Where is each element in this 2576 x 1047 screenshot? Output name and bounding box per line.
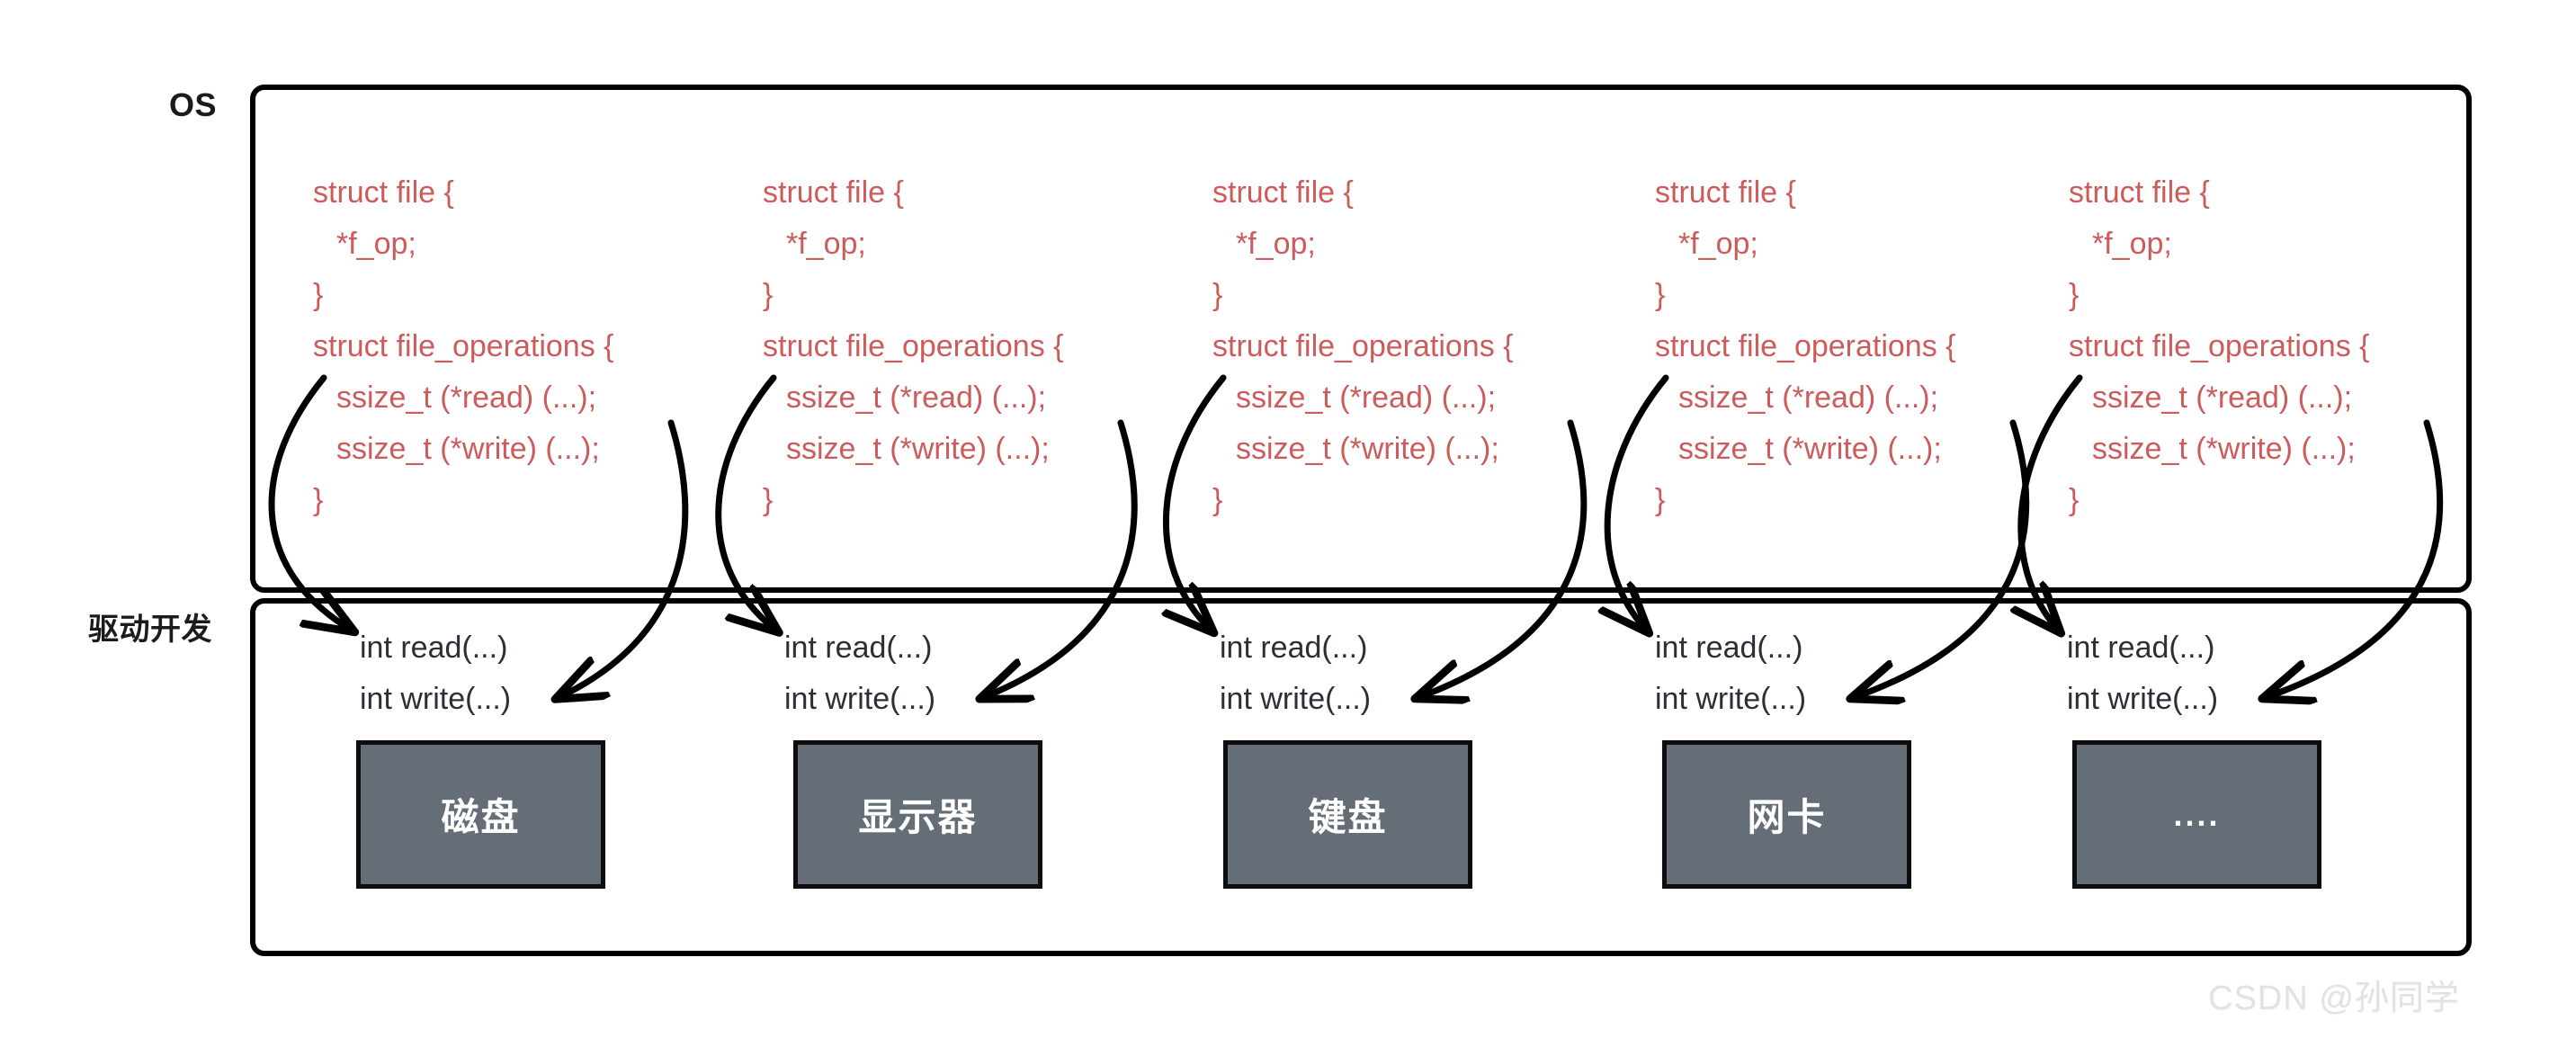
driver-line-read: int read(...) [784, 631, 933, 665]
device-box-keyboard: 键盘 [1223, 740, 1472, 889]
code-line-struct-file: struct file { [1655, 175, 1796, 210]
code-line-struct-file: struct file { [1212, 175, 1354, 210]
code-line-struct-fops: struct file_operations { [1212, 329, 1514, 363]
code-line-struct-fops: struct file_operations { [313, 329, 614, 363]
driver-line-write: int write(...) [2067, 682, 2219, 716]
driver-layer-label: 驱动开发 [88, 613, 212, 647]
driver-code-block-other: int read(...) int write(...) [2067, 622, 2218, 725]
code-line-close-brace-2: } [1655, 483, 1666, 517]
code-line-f-op: *f_op; [786, 227, 866, 261]
code-line-write-ptr: ssize_t (*write) (...); [1678, 432, 1942, 466]
code-line-close-brace-2: } [1212, 483, 1223, 517]
code-line-f-op: *f_op; [336, 227, 416, 261]
code-line-close-brace-2: } [2069, 483, 2080, 517]
os-code-block-monitor: struct file { *f_op; } struct file_opera… [763, 167, 1064, 526]
code-line-close-brace-1: } [313, 278, 324, 312]
code-line-write-ptr: ssize_t (*write) (...); [1236, 432, 1499, 466]
driver-code-block-monitor: int read(...) int write(...) [784, 622, 935, 725]
code-line-close-brace-1: } [2069, 278, 2080, 312]
driver-line-read: int read(...) [360, 631, 508, 665]
driver-code-block-nic: int read(...) int write(...) [1655, 622, 1806, 725]
os-layer-label: OS [169, 86, 218, 123]
device-box-monitor: 显示器 [793, 740, 1042, 889]
driver-line-read: int read(...) [1220, 631, 1368, 665]
code-line-close-brace-1: } [763, 278, 774, 312]
code-line-write-ptr: ssize_t (*write) (...); [2092, 432, 2356, 466]
code-line-struct-file: struct file { [313, 175, 454, 210]
driver-line-write: int write(...) [1220, 682, 1372, 716]
code-line-read-ptr: ssize_t (*read) (...); [336, 380, 597, 415]
driver-code-block-disk: int read(...) int write(...) [360, 622, 511, 725]
driver-line-write: int write(...) [1655, 682, 1807, 716]
code-line-f-op: *f_op; [1236, 227, 1316, 261]
device-box-nic: 网卡 [1662, 740, 1911, 889]
device-box-other: .... [2072, 740, 2321, 889]
driver-line-read: int read(...) [1655, 631, 1803, 665]
code-line-struct-fops: struct file_operations { [2069, 329, 2370, 363]
code-line-f-op: *f_op; [1678, 227, 1758, 261]
csdn-watermark: CSDN @孙同学 [2208, 980, 2460, 1017]
driver-line-read: int read(...) [2067, 631, 2215, 665]
code-line-close-brace-1: } [1655, 278, 1666, 312]
code-line-read-ptr: ssize_t (*read) (...); [786, 380, 1047, 415]
driver-line-write: int write(...) [360, 682, 512, 716]
code-line-struct-file: struct file { [2069, 175, 2210, 210]
os-code-block-other: struct file { *f_op; } struct file_opera… [2069, 167, 2370, 526]
code-line-struct-fops: struct file_operations { [763, 329, 1064, 363]
os-code-block-keyboard: struct file { *f_op; } struct file_opera… [1212, 167, 1514, 526]
device-box-disk: 磁盘 [356, 740, 605, 889]
os-code-block-nic: struct file { *f_op; } struct file_opera… [1655, 167, 1956, 526]
driver-code-block-keyboard: int read(...) int write(...) [1220, 622, 1371, 725]
code-line-struct-file: struct file { [763, 175, 904, 210]
code-line-close-brace-2: } [763, 483, 774, 517]
code-line-read-ptr: ssize_t (*read) (...); [2092, 380, 2353, 415]
code-line-struct-fops: struct file_operations { [1655, 329, 1956, 363]
code-line-f-op: *f_op; [2092, 227, 2172, 261]
code-line-close-brace-1: } [1212, 278, 1223, 312]
code-line-read-ptr: ssize_t (*read) (...); [1236, 380, 1497, 415]
code-line-read-ptr: ssize_t (*read) (...); [1678, 380, 1939, 415]
code-line-write-ptr: ssize_t (*write) (...); [336, 432, 600, 466]
os-code-block-disk: struct file { *f_op; } struct file_opera… [313, 167, 614, 526]
code-line-close-brace-2: } [313, 483, 324, 517]
code-line-write-ptr: ssize_t (*write) (...); [786, 432, 1050, 466]
driver-line-write: int write(...) [784, 682, 936, 716]
